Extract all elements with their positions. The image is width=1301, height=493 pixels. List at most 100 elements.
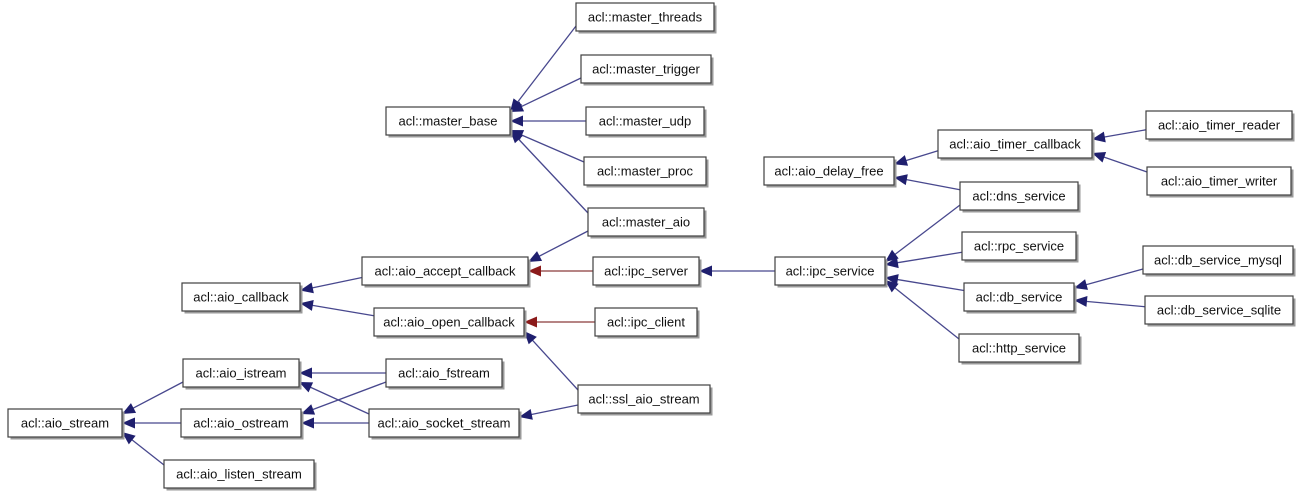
class-node-http_service[interactable]: acl::http_service bbox=[958, 333, 1082, 365]
node-box[interactable] bbox=[575, 2, 715, 32]
edge-line bbox=[1085, 300, 1146, 308]
node-box[interactable] bbox=[361, 256, 529, 286]
node-box[interactable] bbox=[385, 106, 511, 136]
inheritance-arrowhead-icon bbox=[301, 404, 316, 415]
edge-master_udp-to-master_base bbox=[510, 115, 586, 127]
node-label: acl::db_service_mysql bbox=[1154, 252, 1282, 267]
class-node-aio_delay_free[interactable]: acl::aio_delay_free bbox=[763, 156, 897, 188]
node-label: acl::aio_socket_stream bbox=[378, 415, 511, 430]
edge-aio_istream-to-aio_stream bbox=[122, 381, 184, 414]
class-node-aio_listen_stream[interactable]: acl::aio_listen_stream bbox=[163, 459, 317, 491]
node-box[interactable] bbox=[1145, 110, 1293, 140]
node-label: acl::master_proc bbox=[597, 163, 694, 178]
node-box[interactable] bbox=[1142, 245, 1294, 275]
node-box[interactable] bbox=[958, 333, 1080, 363]
class-node-aio_timer_reader[interactable]: acl::aio_timer_reader bbox=[1145, 110, 1295, 142]
node-label: acl::db_service_sqlite bbox=[1157, 302, 1281, 317]
edge-http_service-to-ipc_service bbox=[885, 280, 960, 340]
node-box[interactable] bbox=[373, 307, 525, 337]
node-box[interactable] bbox=[182, 358, 300, 388]
class-node-master_trigger[interactable]: acl::master_trigger bbox=[580, 54, 714, 86]
node-box[interactable] bbox=[577, 384, 711, 414]
node-box[interactable] bbox=[1144, 295, 1294, 325]
node-label: acl::ipc_client bbox=[607, 314, 685, 329]
class-node-aio_stream[interactable]: acl::aio_stream bbox=[7, 408, 125, 440]
class-node-aio_open_callback[interactable]: acl::aio_open_callback bbox=[373, 307, 527, 339]
node-label: acl::master_trigger bbox=[592, 61, 700, 76]
edge-line bbox=[131, 438, 165, 466]
class-node-aio_fstream[interactable]: acl::aio_fstream bbox=[385, 358, 505, 390]
class-node-aio_timer_writer[interactable]: acl::aio_timer_writer bbox=[1146, 166, 1294, 198]
class-node-aio_istream[interactable]: acl::aio_istream bbox=[182, 358, 302, 390]
class-node-ssl_aio_stream[interactable]: acl::ssl_aio_stream bbox=[577, 384, 713, 416]
class-node-master_aio[interactable]: acl::master_aio bbox=[587, 207, 707, 239]
edge-aio_accept_callback-to-aio_callback bbox=[300, 276, 363, 294]
class-node-ipc_service[interactable]: acl::ipc_service bbox=[774, 256, 888, 288]
node-box[interactable] bbox=[963, 282, 1075, 312]
node-box[interactable] bbox=[592, 256, 700, 286]
node-label: acl::aio_timer_writer bbox=[1161, 173, 1278, 188]
node-box[interactable] bbox=[7, 408, 123, 438]
inheritance-arrowhead-icon bbox=[299, 382, 314, 393]
class-node-master_proc[interactable]: acl::master_proc bbox=[583, 156, 709, 188]
class-node-dns_service[interactable]: acl::dns_service bbox=[959, 181, 1081, 213]
node-box[interactable] bbox=[585, 106, 705, 136]
class-node-ipc_client[interactable]: acl::ipc_client bbox=[594, 307, 700, 339]
class-node-ipc_server[interactable]: acl::ipc_server bbox=[592, 256, 702, 288]
inheritance-arrowhead-icon bbox=[299, 367, 312, 379]
class-node-aio_callback[interactable]: acl::aio_callback bbox=[181, 282, 303, 314]
class-node-rpc_service[interactable]: acl::rpc_service bbox=[961, 231, 1079, 263]
inheritance-arrowhead-icon bbox=[510, 130, 523, 144]
node-box[interactable] bbox=[181, 282, 301, 312]
nodes-layer: acl::master_threadsacl::master_triggerac… bbox=[7, 2, 1296, 491]
edge-line bbox=[311, 276, 363, 289]
edge-db_service-to-ipc_service bbox=[885, 274, 965, 292]
node-box[interactable] bbox=[587, 207, 705, 237]
edge-line bbox=[1103, 156, 1148, 173]
inheritance-arrowhead-icon bbox=[885, 274, 899, 286]
inheritance-arrowhead-icon bbox=[300, 299, 314, 311]
class-node-aio_accept_callback[interactable]: acl::aio_accept_callback bbox=[361, 256, 531, 288]
class-node-master_udp[interactable]: acl::master_udp bbox=[585, 106, 707, 138]
node-box[interactable] bbox=[774, 256, 886, 286]
node-box[interactable] bbox=[580, 54, 712, 84]
class-node-aio_timer_callback[interactable]: acl::aio_timer_callback bbox=[937, 129, 1095, 161]
class-node-aio_ostream[interactable]: acl::aio_ostream bbox=[180, 408, 304, 440]
class-node-master_base[interactable]: acl::master_base bbox=[385, 106, 513, 138]
edge-master_trigger-to-master_base bbox=[510, 77, 582, 112]
node-box[interactable] bbox=[180, 408, 302, 438]
edge-line bbox=[311, 304, 375, 317]
edge-line bbox=[905, 150, 939, 162]
node-box[interactable] bbox=[594, 307, 698, 337]
node-box[interactable] bbox=[163, 459, 315, 489]
node-box[interactable] bbox=[1146, 166, 1292, 196]
node-box[interactable] bbox=[385, 358, 503, 388]
class-node-db_service[interactable]: acl::db_service bbox=[963, 282, 1077, 314]
class-node-db_service_sqlite[interactable]: acl::db_service_sqlite bbox=[1144, 295, 1296, 327]
edge-line bbox=[896, 278, 965, 292]
node-label: acl::aio_ostream bbox=[193, 415, 288, 430]
node-box[interactable] bbox=[763, 156, 895, 186]
edge-line bbox=[1103, 129, 1147, 138]
node-box[interactable] bbox=[368, 408, 520, 438]
inheritance-arrowhead-icon bbox=[510, 101, 525, 112]
inheritance-arrowhead-icon bbox=[122, 417, 135, 429]
class-node-master_threads[interactable]: acl::master_threads bbox=[575, 2, 717, 34]
node-label: acl::rpc_service bbox=[974, 238, 1064, 253]
edge-master_proc-to-master_base bbox=[510, 130, 585, 163]
node-label: acl::aio_istream bbox=[195, 365, 286, 380]
node-box[interactable] bbox=[961, 231, 1077, 261]
node-label: acl::master_base bbox=[399, 113, 498, 128]
edge-ssl_aio_stream-to-aio_open_callback bbox=[524, 331, 579, 391]
node-box[interactable] bbox=[959, 181, 1079, 211]
class-node-db_service_mysql[interactable]: acl::db_service_mysql bbox=[1142, 245, 1296, 277]
node-box[interactable] bbox=[937, 129, 1093, 159]
usage-arrowhead-icon bbox=[528, 265, 541, 277]
class-node-aio_socket_stream[interactable]: acl::aio_socket_stream bbox=[368, 408, 522, 440]
edges-layer bbox=[122, 25, 1148, 466]
node-box[interactable] bbox=[583, 156, 707, 186]
inheritance-arrowhead-icon bbox=[1074, 295, 1088, 307]
inheritance-arrowhead-icon bbox=[519, 409, 533, 420]
